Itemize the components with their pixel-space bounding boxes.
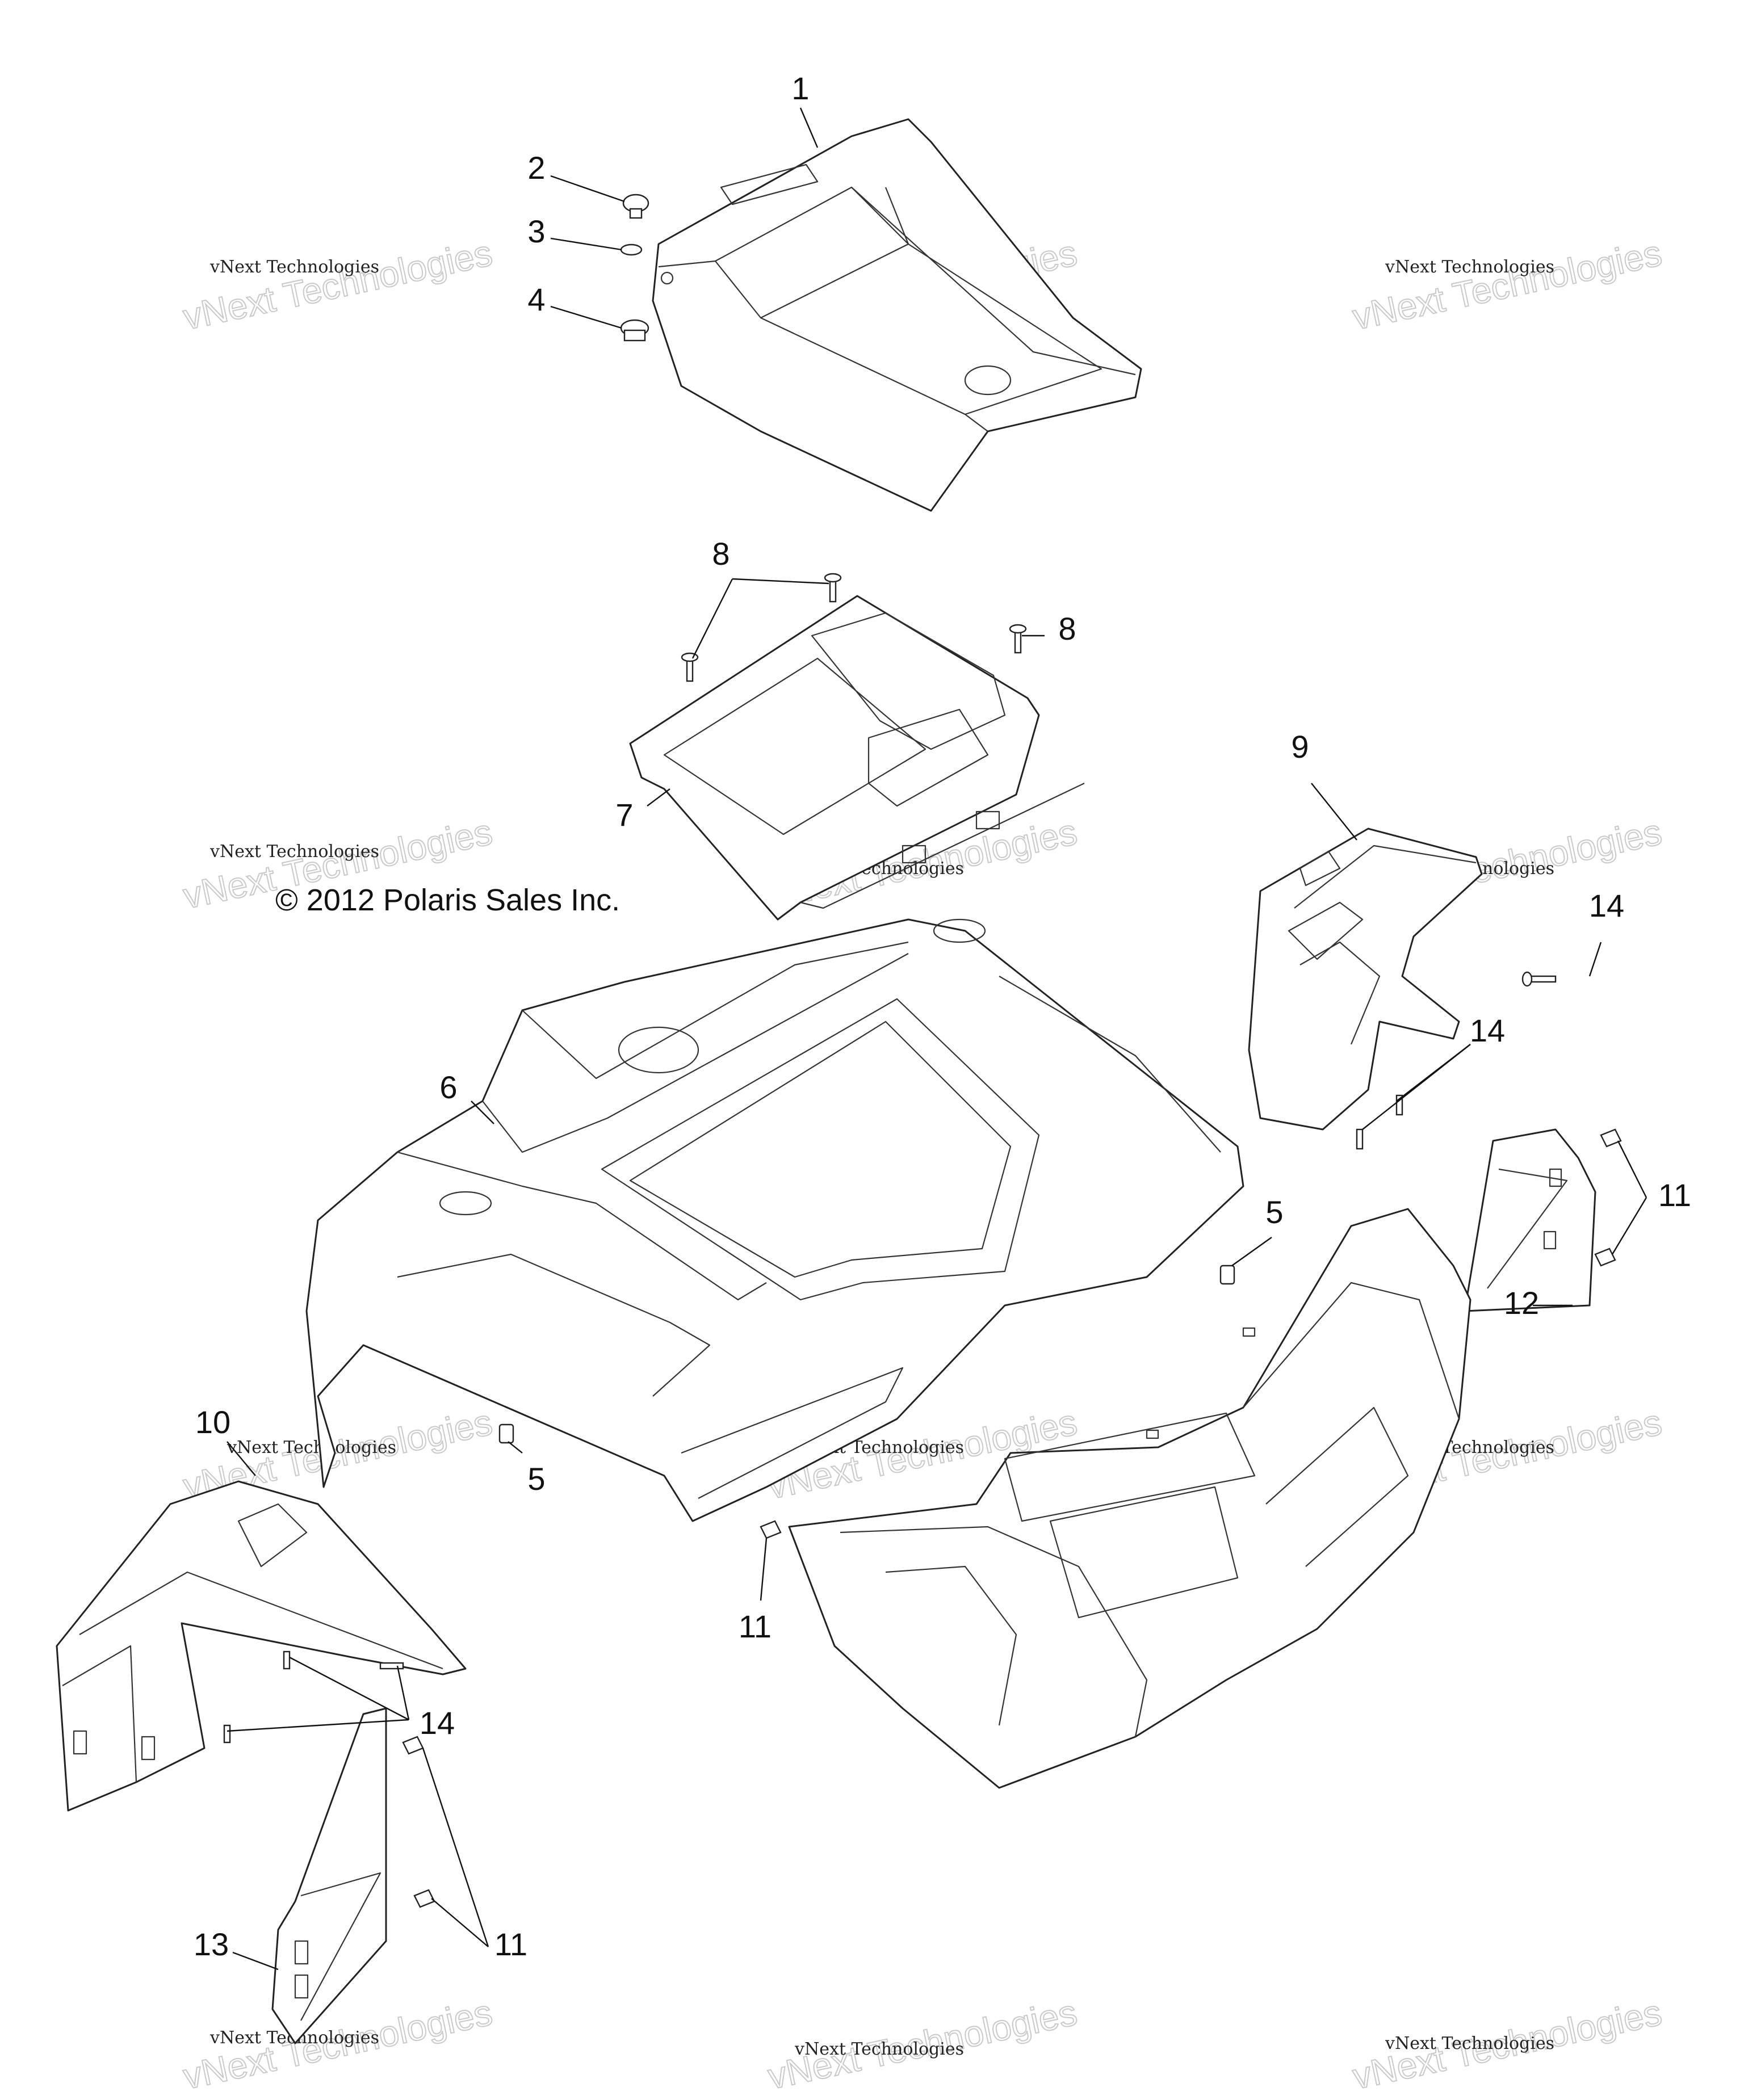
leader-lines [227,107,1647,1971]
copyright-notice: © 2012 Polaris Sales Inc. [275,883,620,917]
watermark-small: vNext Technologies [227,1438,396,1458]
front-bumper [788,1208,1472,1789]
callout-3: 3 [527,213,545,249]
callout-10: 10 [195,1404,230,1440]
watermark: vNext Technologies vNext Technologies [179,232,496,338]
callout-13: 13 [194,1926,229,1962]
part-13-left-mudflap [271,1707,387,2044]
callout-14: 14 [1589,888,1624,923]
callout-1: 1 [791,70,809,106]
callout-2: 2 [527,150,545,186]
watermark-big: vNext Technologies [1349,232,1665,338]
callout-11: 11 [739,1608,772,1644]
part-6-hood [305,918,1244,1522]
watermark-big: vNext Technologies [179,232,496,338]
callout-8: 8 [1058,611,1076,646]
part-9-right-fender [1248,828,1483,1131]
watermark-small: vNext Technologies [794,2039,964,2059]
callout-14: 14 [1470,1013,1505,1048]
callouts: 1 2 3 4 8 8 7 9 14 14 6 5 11 12 10 5 11 … [194,70,1691,1962]
callout-9: 9 [1291,729,1309,765]
callout-7: 7 [615,797,633,833]
callout-12: 12 [1504,1285,1539,1321]
watermark: vNext Technologies vNext Technologies [179,1991,496,2098]
part-12-right-mudflap [1464,1128,1596,1312]
callout-11: 11 [1658,1177,1691,1213]
hardware-2-3-4 [620,194,649,342]
watermark-small: vNext Technologies [1385,257,1554,277]
part-7-storage-tray [629,595,1085,921]
watermark-small: vNext Technologies [209,842,379,862]
callout-6: 6 [439,1069,457,1105]
watermark: vNext Technologies vNext Technologies [1348,1991,1666,2098]
callout-14: 14 [420,1705,455,1741]
callout-11: 11 [494,1926,527,1962]
hardware-8 [681,573,1027,682]
callout-8: 8 [712,536,730,572]
part-10-left-fender [56,1480,467,1812]
callout-5: 5 [527,1461,545,1497]
watermark-small: vNext Technologies [1385,2034,1554,2053]
part-1-storage-cover [652,118,1142,512]
callout-4: 4 [527,282,545,317]
watermark-small: vNext Technologies [209,257,379,277]
watermark: vNext Technologies vNext Technologies [1348,232,1666,338]
callout-5: 5 [1265,1194,1283,1230]
watermark: vNext Technologies vNext Technologies [764,1991,1081,2098]
